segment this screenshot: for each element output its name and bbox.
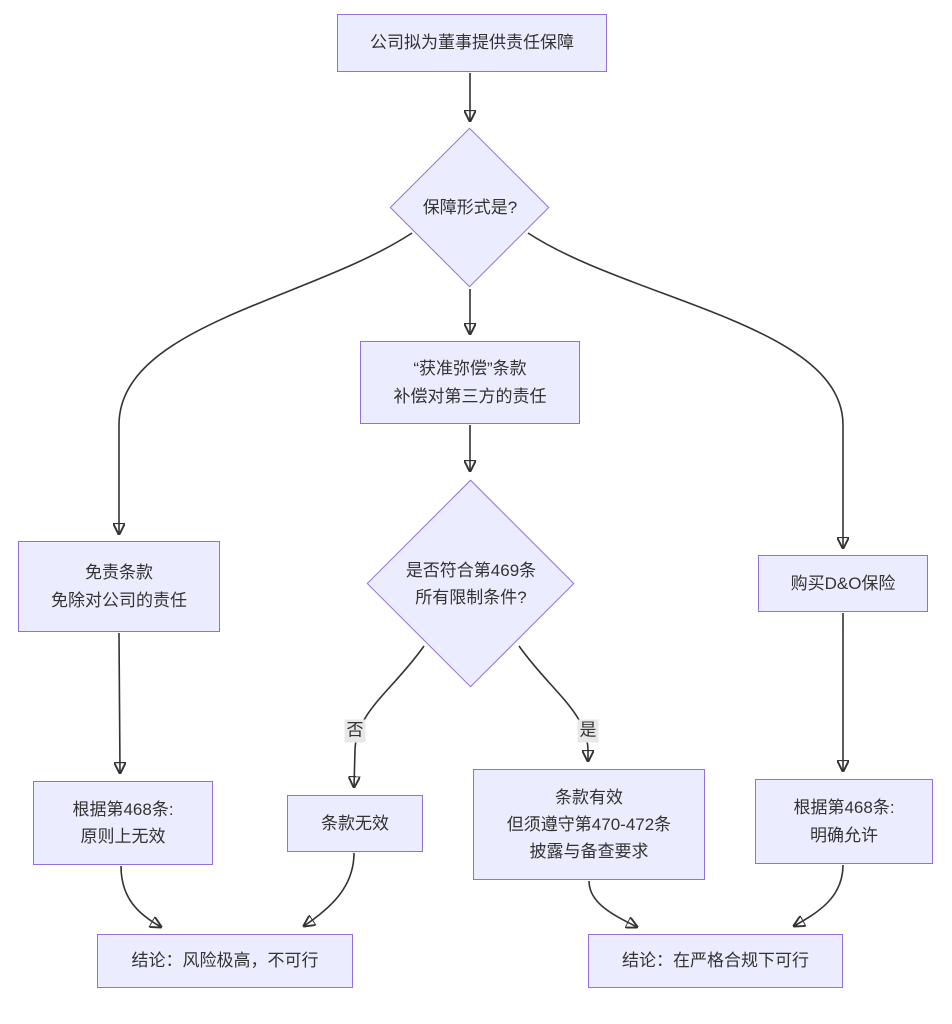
node-s468-void: 根据第468条: 原则上无效	[33, 781, 213, 865]
node-decision-s469-conditions: 是否符合第469条 所有限制条件?	[366, 479, 575, 688]
edge-form-question-to-insurance	[527, 232, 843, 548]
node-conclusion-feasible: 结论：在严格合规下可行	[588, 934, 843, 988]
edge-form-question-to-exemption	[119, 232, 413, 534]
edge-s469-yes-to-clause-valid	[518, 645, 588, 761]
edge-exemption-to-s468-void	[119, 632, 120, 773]
node-do-insurance: 购买D&O保险	[758, 555, 928, 612]
node-s468-allowed: 根据第468条: 明确允许	[755, 779, 933, 864]
node-conclusion-infeasible: 结论：风险极高，不可行	[97, 934, 353, 988]
node-decision-protection-form: 保障形式是?	[389, 127, 550, 288]
edge-label-no: 否	[344, 719, 366, 743]
edge-s468-void-to-conclusion-fail	[120, 865, 161, 927]
node-start: 公司拟为董事提供责任保障	[337, 14, 607, 72]
node-clause-invalid: 条款无效	[287, 795, 423, 852]
decision-label: 保障形式是?	[422, 198, 518, 218]
edge-label-yes: 是	[577, 719, 599, 743]
node-indemnity-clause: “获准弥偿”条款 补偿对第三方的责任	[360, 341, 580, 424]
edge-clause-valid-to-conclusion-ok	[588, 880, 637, 927]
node-clause-valid: 条款有效 但须遵守第470-472条 披露与备查要求	[473, 769, 705, 880]
decision-label: 是否符合第469条 所有限制条件?	[405, 560, 537, 607]
edge-clause-invalid-to-conclusion-fail	[304, 852, 355, 926]
node-exemption-clause: 免责条款 免除对公司的责任	[18, 541, 220, 632]
edge-s468-allowed-to-conclusion-ok	[794, 864, 844, 926]
edge-s469-no-to-clause-invalid	[354, 645, 425, 787]
